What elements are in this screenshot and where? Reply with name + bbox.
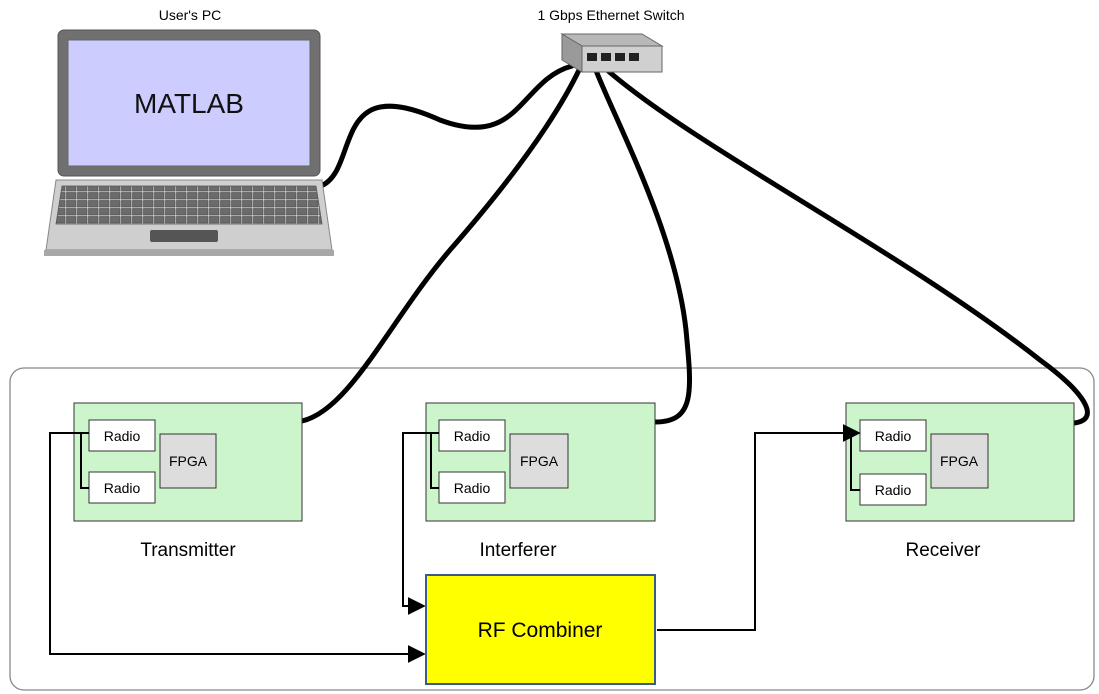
receiver-fpga	[930, 433, 989, 489]
pc-label: User's PC	[159, 7, 222, 23]
cable-interferer-switch	[592, 65, 693, 425]
transmitter-fpga-label: FPGA	[169, 453, 208, 469]
transmitter-radio-bottom-label: Radio	[104, 480, 141, 496]
transmitter-label: Transmitter	[140, 540, 236, 561]
rf-link-transmitter-combiner	[49, 432, 426, 663]
rf-combiner-box	[425, 574, 656, 685]
interferer-radio-top	[438, 419, 506, 452]
receiver-label: Receiver	[906, 540, 982, 561]
receiver-radio-bottom	[859, 473, 927, 506]
rf-link-combiner-receiver	[657, 424, 861, 631]
receiver-fpga-label: FPGA	[940, 453, 979, 469]
receiver-radio-bottom-label: Radio	[875, 482, 912, 498]
interferer-radio-bottom-label: Radio	[454, 480, 491, 496]
transmitter-radio-top-label: Radio	[104, 428, 141, 444]
transmitter-radio-top	[88, 419, 156, 452]
laptop-screen	[67, 39, 311, 167]
transmitter-fpga	[159, 433, 217, 489]
cable-pc-switch	[318, 63, 575, 189]
receiver-board: Radio Radio FPGA	[845, 402, 1075, 522]
interferer-board: Radio Radio FPGA	[425, 402, 656, 522]
receiver-radio-top-label: Radio	[875, 428, 912, 444]
receiver-radio-top	[859, 419, 927, 452]
interferer-radio-top-label: Radio	[454, 428, 491, 444]
rf-combiner-label: RF Combiner	[478, 619, 603, 642]
lab-enclosure	[9, 367, 1095, 691]
switch-label: 1 Gbps Ethernet Switch	[537, 7, 684, 23]
rf-link-interferer-combiner	[402, 432, 439, 615]
laptop-icon	[44, 29, 334, 256]
transmitter-board: Radio Radio FPGA	[73, 402, 303, 522]
ethernet-switch-icon	[560, 33, 664, 73]
ethernet-cables	[299, 63, 1090, 426]
cable-transmitter-switch	[299, 65, 583, 424]
interferer-label: Interferer	[479, 540, 557, 561]
rf-links	[49, 424, 861, 663]
transmitter-radio-bottom	[88, 471, 156, 504]
interferer-fpga	[509, 433, 569, 489]
cable-receiver-switch	[604, 67, 1090, 426]
board-internal-links	[80, 433, 860, 491]
interferer-fpga-label: FPGA	[520, 453, 559, 469]
laptop-screen-text: MATLAB	[134, 88, 244, 119]
